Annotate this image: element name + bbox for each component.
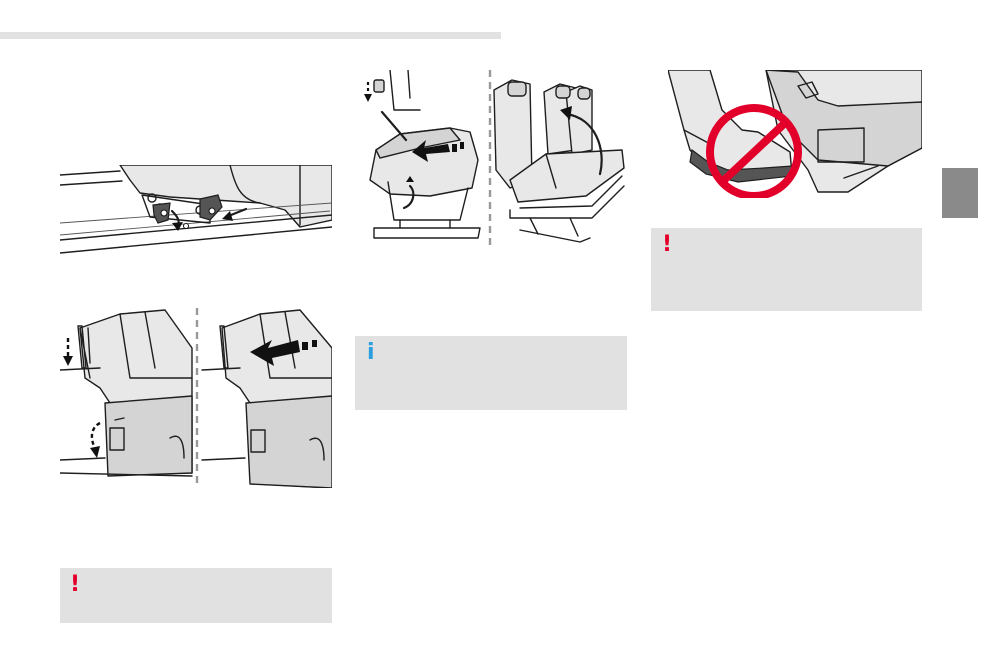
info-icon: i — [367, 340, 375, 365]
no-foot-prohibition-illustration — [668, 70, 922, 198]
warning-note-left: ! — [60, 568, 332, 623]
info-note-middle: i — [355, 336, 627, 410]
seat-rail-latch-illustration — [60, 165, 332, 260]
exclamation-icon: ! — [662, 232, 673, 257]
header-bar — [0, 32, 501, 39]
exclamation-icon: ! — [70, 572, 81, 597]
warning-note-right: ! — [651, 228, 922, 311]
seat-tumble-dual-illustration — [360, 70, 630, 250]
bench-folding-dual-illustration — [60, 308, 332, 488]
chapter-tab[interactable] — [942, 168, 978, 218]
